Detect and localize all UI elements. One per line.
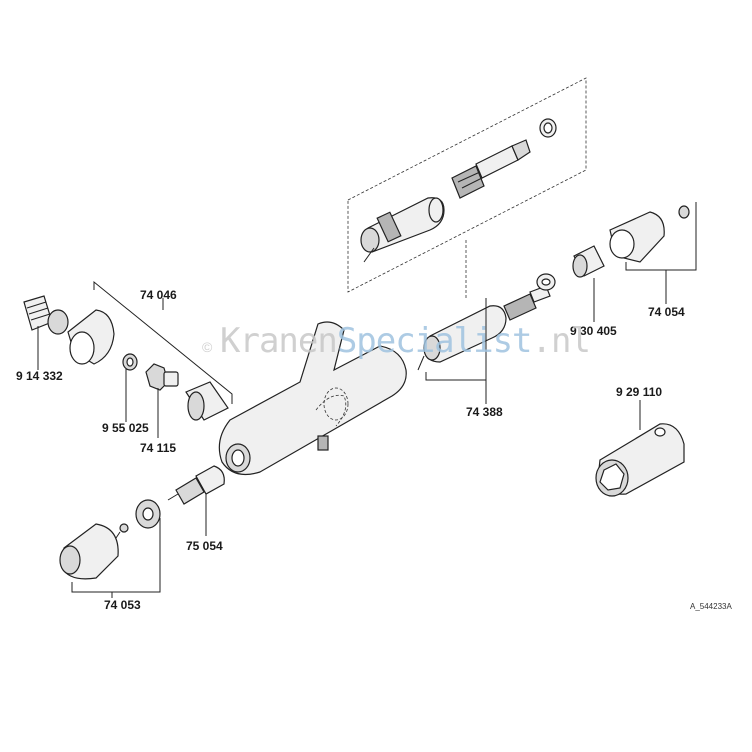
watermark: © KranenSpecialist.nl	[202, 321, 591, 361]
label-9-14-332: 9 14 332	[16, 369, 63, 383]
adapter-9-30-405	[572, 245, 605, 278]
cartridge-detail-box	[347, 77, 587, 300]
sleeve-74-046	[185, 381, 229, 421]
detail-nut	[539, 118, 557, 138]
watermark-part-b: Specialist	[337, 321, 532, 361]
valve-body	[218, 321, 407, 475]
drawing-reference: A_544233A	[690, 602, 732, 611]
label-74-053: 74 053	[104, 598, 141, 612]
socket-tool-9-29-110	[595, 423, 685, 497]
ring-top-nut	[536, 273, 556, 291]
cap-74-054	[609, 205, 690, 263]
label-75-054: 75 054	[186, 539, 223, 553]
watermark-text: KranenSpecialist.nl	[220, 321, 590, 361]
watermark-copyright-symbol: ©	[202, 339, 213, 355]
label-74-054: 74 054	[648, 305, 685, 319]
adapter-ring	[135, 499, 161, 529]
label-9-55-025: 9 55 025	[102, 421, 149, 435]
cover-sleeve	[67, 309, 115, 365]
detail-cartridge-body	[360, 197, 445, 263]
part-labels: 9 14 332 74 046 9 55 025 74 115 75 054 7…	[16, 288, 732, 612]
label-9-30-405: 9 30 405	[570, 324, 617, 338]
plug-9-14-332	[23, 295, 69, 335]
leaders	[37, 202, 697, 598]
screw	[115, 523, 129, 539]
label-9-29-110: 9 29 110	[616, 385, 662, 399]
detail-spindle	[451, 139, 531, 199]
nut-74-115	[145, 363, 179, 391]
label-74-115: 74 115	[140, 441, 176, 455]
washer-9-55-025	[122, 353, 138, 371]
label-74-388: 74 388	[466, 405, 503, 419]
watermark-part-a: Kranen	[220, 321, 337, 361]
knob-74-053	[59, 523, 119, 580]
label-74-046: 74 046	[140, 288, 177, 302]
watermark-part-c: .nl	[532, 321, 590, 361]
spindle-75-054	[167, 465, 225, 505]
